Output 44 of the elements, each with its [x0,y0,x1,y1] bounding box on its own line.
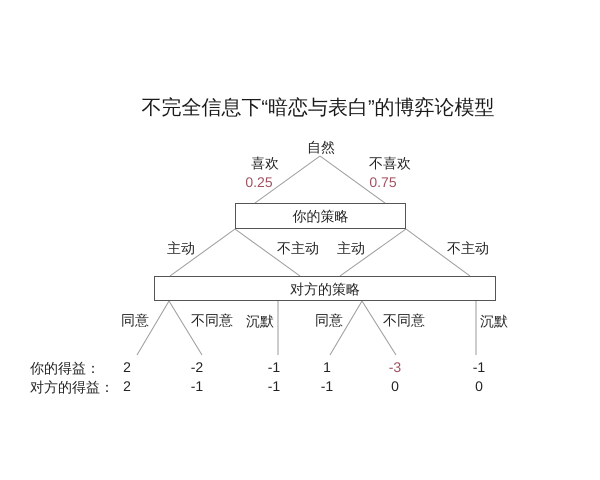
edge-label: 主动 [337,240,365,256]
payoff-value: -1 [190,377,204,396]
branch-line [170,228,236,276]
payoff-value: 0 [391,377,399,396]
payoff-value: -1 [268,358,280,377]
payoff-value: -1 [320,377,334,396]
branch-line [362,300,396,356]
edge-label: 沉默 [480,313,508,329]
edge-label: 不主动 [447,240,489,256]
row-header: 你的得益： [30,360,100,376]
edge-label: 喜欢 [251,155,279,171]
edge-label: 同意 [315,312,343,328]
strategy-box [154,276,496,301]
row-header: 对方的得益： [30,379,114,395]
edge-label: 同意 [121,312,149,328]
branch-line [320,156,386,204]
edge-label: 不喜欢 [369,155,411,171]
branch-line [406,228,470,276]
edge-label: 主动 [167,240,195,256]
diagram-title: 不完全信息下“暗恋与表白”的博弈论模型 [141,96,495,121]
node-label: 自然 [306,137,336,156]
edge-label: 沉默 [246,313,274,329]
payoff-value: 1 [323,358,331,377]
branch-line [340,228,406,276]
box-label: 你的策略 [292,207,348,225]
branch-line [234,228,300,276]
payoff-value: 2 [123,377,131,396]
probability-label: 0.25 [245,174,273,190]
payoff-value: -2 [190,358,204,377]
payoff-value: 2 [123,358,131,377]
branch-line [168,300,202,356]
payoff-value: -1 [268,377,280,396]
edge-label: 不同意 [383,312,425,328]
branch-line [136,300,170,356]
edge-label: 不同意 [191,312,233,328]
branch-line [254,156,320,204]
edge-label: 不主动 [277,240,319,256]
probability-label: 0.75 [369,174,397,190]
strategy-box [235,203,406,229]
payoff-value: -3 [388,358,402,377]
box-label: 对方的策略 [290,280,360,298]
payoff-value: -1 [472,358,486,377]
branch-line [330,300,362,356]
payoff-value: 0 [475,377,483,396]
